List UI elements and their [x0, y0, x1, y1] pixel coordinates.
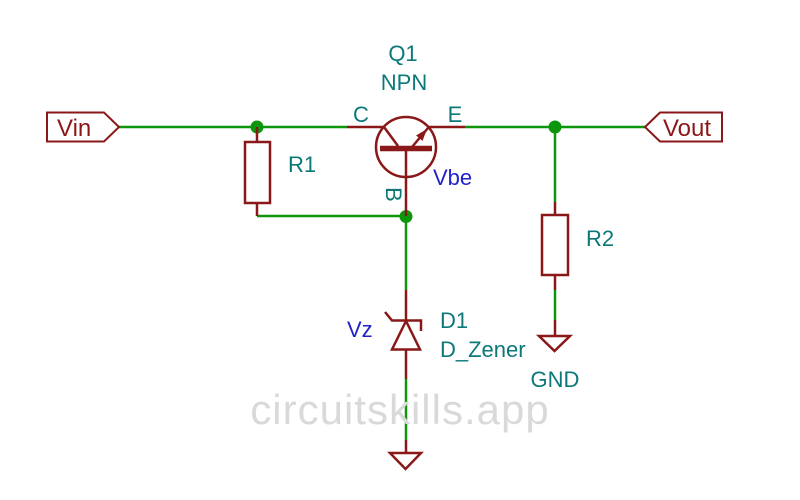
ground-r2[interactable]: GND: [531, 320, 580, 392]
d1-anode-triangle: [389, 318, 423, 351]
net-label-vin[interactable]: Vin: [46, 111, 121, 143]
r2-reference: R2: [586, 226, 614, 251]
r1-reference: R1: [288, 152, 316, 177]
vin-label: Vin: [57, 115, 91, 142]
net-label-vout[interactable]: Vout: [643, 111, 723, 143]
vz-annotation: Vz: [347, 317, 373, 342]
q1-reference: Q1: [388, 41, 417, 66]
q1-pin-label-emitter: E: [448, 102, 463, 127]
q1-value: NPN: [381, 70, 427, 95]
gnd-r2-triangle-icon: [535, 334, 574, 353]
resistor-r1[interactable]: R1: [243, 127, 316, 216]
q1-pin-label-collector: C: [353, 102, 369, 127]
d1-value: D_Zener: [440, 337, 526, 362]
resistor-r2[interactable]: R2: [540, 202, 614, 290]
transistor-q1[interactable]: Q1 NPN C E B Vbe: [347, 41, 472, 216]
gnd-zener-triangle-icon: [387, 451, 424, 471]
junction-base-node: [399, 210, 413, 223]
junctions: [250, 120, 562, 223]
junction-vout-node: [548, 120, 562, 134]
q1-collector-stroke: [382, 126, 400, 147]
ground-zener[interactable]: [387, 440, 424, 471]
d1-reference: D1: [440, 308, 468, 333]
r2-body: [540, 213, 570, 277]
gnd-label: GND: [531, 367, 580, 392]
r1-body: [243, 140, 272, 205]
vbe-annotation: Vbe: [433, 165, 472, 190]
q1-pin-label-base: B: [381, 187, 406, 202]
vout-label: Vout: [663, 115, 711, 142]
vin-flag-shape: [46, 111, 121, 143]
q1-emitter-arrow: [416, 129, 427, 141]
q1-circle: [374, 115, 438, 179]
zener-d1[interactable]: Vz D1 D_Zener: [347, 290, 526, 379]
wires: [118, 125, 645, 440]
watermark-text: circuitskills.app: [250, 386, 549, 433]
vout-flag-shape: [643, 111, 723, 143]
